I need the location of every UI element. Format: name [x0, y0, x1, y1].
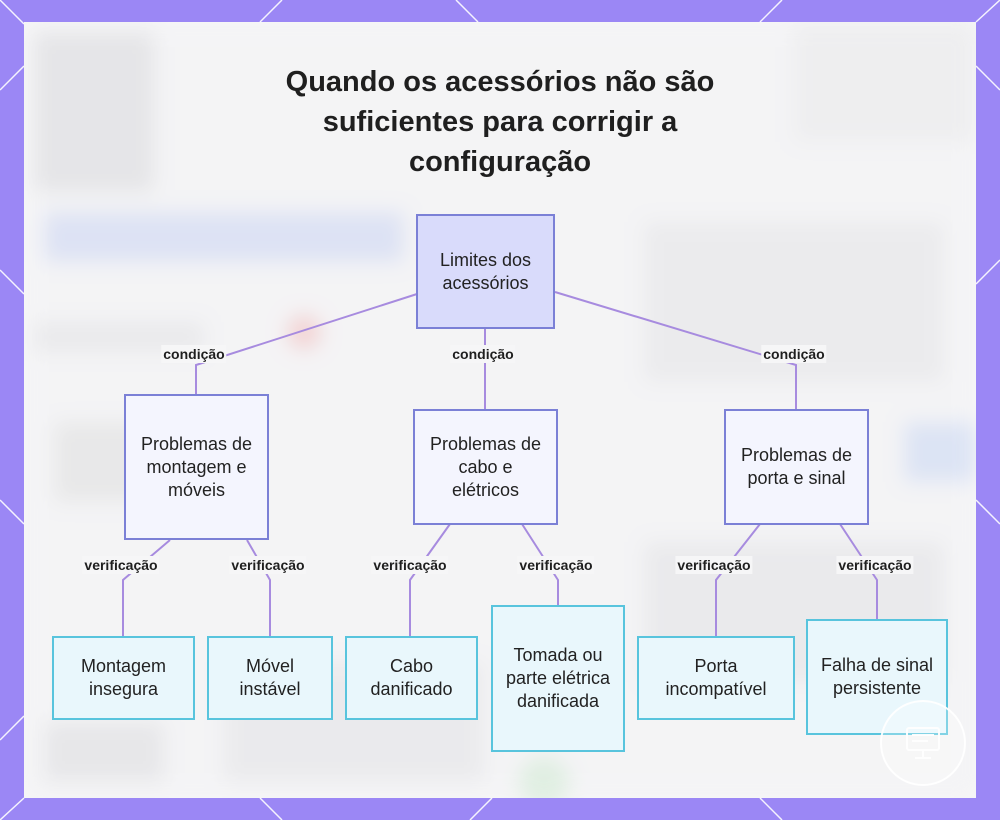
- edge-label-verificacao-4: verificação: [517, 556, 595, 574]
- node-limites-acessorios: Limites dos acessórios: [416, 214, 555, 329]
- edge-label-condicao-1: condição: [161, 345, 227, 363]
- node-label: Móvel instável: [239, 656, 301, 699]
- edge-label-verificacao-6: verificação: [836, 556, 914, 574]
- edge-label-condicao-3: condição: [761, 345, 827, 363]
- edge-label-verificacao-2: verificação: [229, 556, 307, 574]
- node-label: Problemas de cabo e elétricos: [429, 433, 542, 500]
- node-montagem-insegura: Montagem insegura: [52, 636, 195, 720]
- node-label: Problemas de porta e sinal: [740, 445, 853, 488]
- node-problemas-cabo: Problemas de cabo e elétricos: [413, 409, 558, 525]
- node-cabo-danificado: Cabo danificado: [345, 636, 478, 720]
- node-porta-incompativel: Porta incompatível: [637, 636, 795, 720]
- edge-label-condicao-2: condição: [450, 345, 516, 363]
- watermark-logo-icon: [880, 700, 966, 786]
- node-label: Limites dos acessórios: [439, 249, 532, 293]
- edge-label-verificacao-1: verificação: [82, 556, 160, 574]
- node-label: Cabo danificado: [370, 656, 453, 699]
- edge-label-verificacao-3: verificação: [371, 556, 449, 574]
- node-problemas-porta: Problemas de porta e sinal: [724, 409, 869, 525]
- node-label: Problemas de montagem e móveis: [140, 433, 253, 500]
- page-title: Quando os acessórios não são suficientes…: [285, 66, 715, 178]
- node-label: Porta incompatível: [665, 656, 767, 699]
- edge-label-verificacao-5: verificação: [675, 556, 753, 574]
- node-tomada-danificada: Tomada ou parte elétrica danificada: [491, 605, 625, 752]
- node-label: Tomada ou parte elétrica danificada: [505, 645, 611, 711]
- node-label: Montagem insegura: [80, 656, 167, 699]
- node-problemas-montagem: Problemas de montagem e móveis: [124, 394, 269, 540]
- node-label: Falha de sinal persistente: [820, 655, 934, 698]
- node-movel-instavel: Móvel instável: [207, 636, 333, 720]
